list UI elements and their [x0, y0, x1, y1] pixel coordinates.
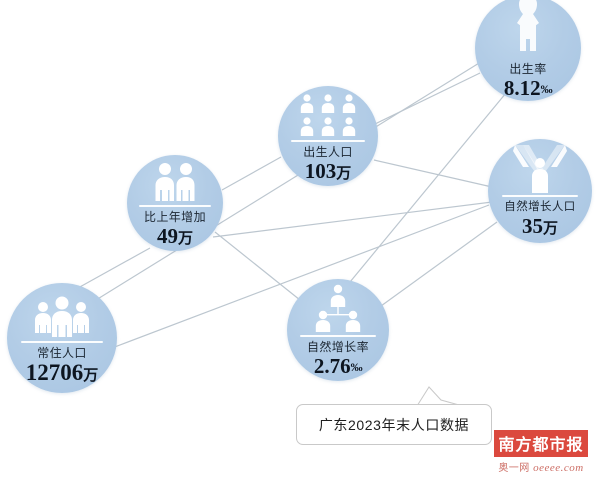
link-natrate-natgrowth — [380, 221, 498, 307]
family-tree-icon — [287, 279, 389, 333]
node-value: 2.76‰ — [313, 354, 363, 378]
node-unit: 万 — [542, 221, 558, 237]
link-increase-births — [221, 156, 282, 191]
node-natural-growth-rate[interactable]: 自然增长率 2.76‰ — [287, 279, 389, 381]
divider-rule — [291, 140, 365, 142]
node-unit: 万 — [336, 166, 352, 182]
link-resident-birthrate — [95, 59, 485, 301]
divider-rule — [21, 341, 103, 343]
node-value: 35万 — [521, 214, 558, 238]
baby-icon — [475, 0, 581, 57]
node-birth-rate[interactable]: 出生率 8.12‰ — [475, 0, 581, 101]
node-label: 自然增长率 — [306, 340, 369, 354]
watermark-site-url: oeeee.com — [533, 462, 584, 474]
node-natural-growth-population[interactable]: 自然增长人口 35万 — [488, 139, 592, 243]
divider-rule — [501, 195, 579, 197]
node-births[interactable]: 出生人口 103万 — [278, 86, 378, 186]
two-people-icon — [127, 155, 223, 203]
link-resident-natgrowth — [111, 204, 490, 349]
link-increase-natrate — [214, 231, 301, 301]
node-label: 出生人口 — [303, 145, 353, 159]
three-people-icon — [7, 283, 117, 339]
node-unit: 万 — [83, 368, 99, 384]
node-label: 自然增长人口 — [504, 201, 576, 213]
link-births-birthrate — [374, 72, 481, 125]
node-value: 49万 — [156, 224, 193, 248]
caption-tail — [416, 386, 460, 407]
node-resident-population[interactable]: 常住人口 12706万 — [7, 283, 117, 393]
node-label: 出生率 — [509, 62, 547, 76]
node-value: 103万 — [304, 159, 352, 183]
people-group-icon — [278, 86, 378, 138]
node-value: 8.12‰ — [503, 76, 553, 100]
link-births-natgrowth — [373, 159, 493, 188]
node-unit: 万 — [177, 231, 193, 247]
caption-text: 广东2023年末人口数据 — [318, 416, 470, 433]
watermark-site-cn: 奥一网 — [498, 463, 530, 474]
caption-callout: 广东2023年末人口数据 — [296, 404, 492, 445]
link-increase-natgrowthlong — [212, 195, 541, 238]
node-increase-vs-last-year[interactable]: 比上年增加 49万 — [127, 155, 223, 251]
node-label: 比上年增加 — [143, 210, 206, 224]
link-birthrate-natrate — [349, 92, 507, 283]
person-arms-up-icon — [488, 139, 592, 193]
divider-rule — [300, 335, 376, 337]
node-value: 12706万 — [25, 360, 99, 385]
watermark-brand: 南方都市报 — [494, 430, 588, 457]
node-label: 常住人口 — [37, 346, 87, 360]
node-unit: ‰ — [540, 82, 553, 96]
divider-rule — [139, 205, 211, 207]
node-unit: ‰ — [350, 360, 363, 374]
watermark-site: 奥一网 oeeee.com — [487, 459, 595, 474]
link-resident-increase — [77, 247, 151, 289]
watermark: 南方都市报 奥一网 oeeee.com — [487, 430, 595, 474]
